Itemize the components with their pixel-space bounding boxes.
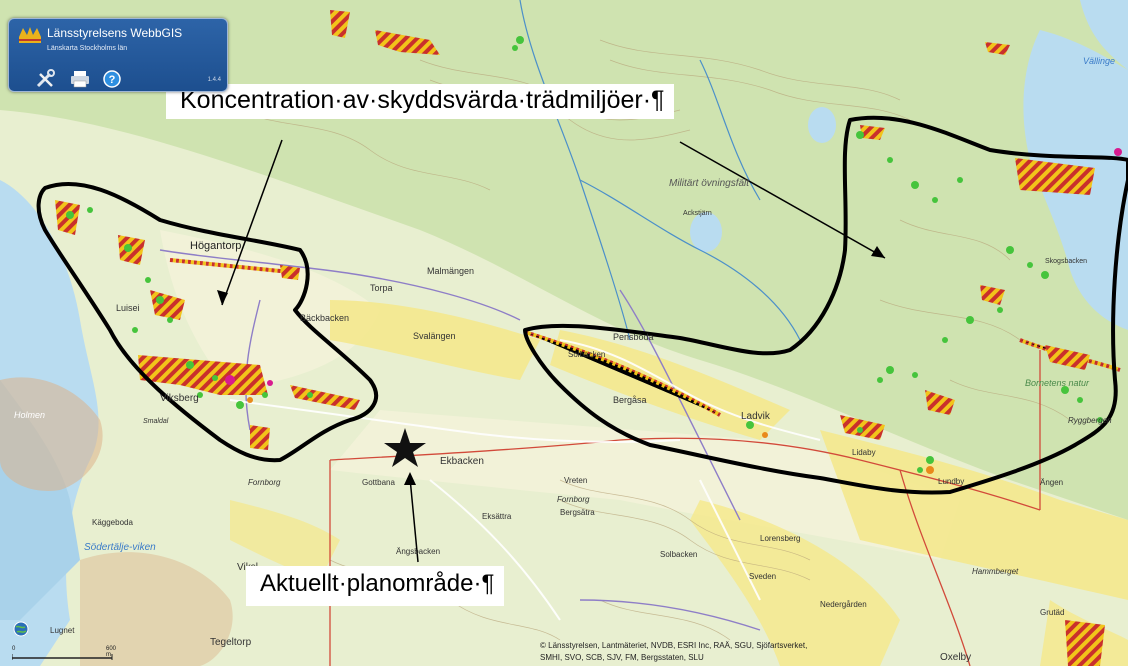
- tree-habitat-patches: [55, 10, 1105, 666]
- place-name: Bergsätra: [560, 508, 595, 517]
- place-name: Malmängen: [427, 266, 475, 276]
- arrow-plan: [409, 477, 419, 563]
- place-name: Skogsbacken: [1045, 258, 1088, 265]
- open-field-ekbacken: [330, 410, 960, 560]
- farmland-6: [230, 500, 340, 580]
- open-field-hogantorp: [160, 230, 380, 390]
- terrain-holmen: [0, 377, 103, 491]
- water-name: Holmen: [14, 410, 46, 420]
- farmland-1: [330, 300, 540, 380]
- roads: [329, 350, 1041, 666]
- place-name: Viksberg: [160, 393, 199, 404]
- app-subtitle: Länskarta Stockholms län: [47, 45, 128, 52]
- arrow-west: [221, 139, 283, 306]
- place-name: Pensboda: [613, 332, 654, 342]
- farmland-4: [690, 500, 900, 666]
- place-name: Fornborg: [248, 478, 281, 487]
- webbgis-panel: Länsstyrelsens WebbGIS Länskarta Stockho…: [8, 18, 228, 92]
- pond-north: [808, 107, 836, 143]
- place-name: Luisei: [116, 303, 140, 313]
- place-name: Solbacken: [568, 350, 606, 359]
- copyright-notice: © Länsstyrelsen, Lantmäteriet, NVDB, ESR…: [540, 640, 807, 664]
- place-name: Torpa: [370, 283, 393, 293]
- place-name: Ekbacken: [440, 456, 484, 467]
- place-name: Ryggbergen: [1068, 416, 1112, 425]
- place-name: Militärt övningsfält: [669, 178, 750, 189]
- tree-dots: [66, 36, 1103, 473]
- place-name: Lorensberg: [760, 534, 801, 543]
- scale-label: 600 m: [106, 646, 117, 658]
- pond-ackstjarn: [690, 212, 722, 252]
- terrain-tegeltorp: [80, 552, 233, 666]
- globe-icon[interactable]: [13, 621, 29, 637]
- water-name: Södertälje-viken: [84, 542, 156, 553]
- place-name: Hammberget: [972, 567, 1019, 576]
- place-name: Ladvik: [741, 411, 770, 422]
- place-name: Nedergården: [820, 600, 867, 609]
- app-version: 1.4.4: [207, 77, 221, 83]
- place-name: Svalängen: [413, 331, 456, 341]
- boundary-lines: [159, 249, 761, 631]
- plan-area-star-icon: [384, 428, 426, 467]
- annotation-plan-area: Aktuellt·planområde·¶: [246, 566, 505, 606]
- place-name: Tegeltorp: [210, 637, 252, 648]
- annotation-tree-concentration: Koncentration·av·skyddsvärda·trädmiljöer…: [166, 84, 675, 119]
- svg-text:?: ?: [109, 74, 116, 86]
- help-icon[interactable]: ?: [101, 69, 123, 89]
- print-icon[interactable]: [69, 69, 91, 89]
- scale-zero: 0: [12, 646, 16, 652]
- place-name: Ackstjärn: [683, 210, 712, 217]
- place-name: Lidaby: [852, 448, 876, 457]
- place-name: Bäckbacken: [300, 313, 350, 323]
- app-title: Länsstyrelsens WebbGIS: [47, 26, 183, 40]
- place-name: Ängsbacken: [396, 547, 441, 556]
- tools-icon[interactable]: [35, 69, 57, 89]
- place-name: Smaldal: [143, 418, 169, 425]
- place-name: Grutäd: [1040, 608, 1065, 617]
- water-name: Vällinge: [1083, 56, 1116, 66]
- arrows: [221, 139, 886, 563]
- place-name: Vreten: [564, 476, 588, 485]
- place-name: Fornborg: [557, 495, 590, 504]
- place-name: Solbacken: [660, 550, 698, 559]
- place-name: Ängen: [1040, 478, 1064, 487]
- place-name: Sveden: [749, 572, 777, 581]
- place-name: Högantorp: [190, 240, 242, 252]
- place-name: Käggeboda: [92, 518, 133, 527]
- place-name: Bornetens natur: [1025, 378, 1090, 388]
- place-name: Oxelby: [940, 652, 972, 663]
- place-name: Gottbana: [362, 478, 395, 487]
- place-name: Lugnet: [50, 626, 75, 635]
- place-name: Eksättra: [482, 512, 512, 521]
- farmland-3: [820, 430, 1128, 600]
- copyright-line: SMHI, SVO, SCB, SJV, FM, Bergsstaten, SL…: [540, 653, 704, 662]
- crown-logo-icon: [19, 27, 41, 43]
- local-roads: [229, 339, 821, 621]
- copyright-line: © Länsstyrelsen, Lantmäteriet, NVDB, ESR…: [540, 641, 808, 650]
- outline-west: [36, 182, 378, 463]
- arrow-east: [679, 141, 886, 259]
- place-name: Lundby: [938, 477, 965, 486]
- place-name: Bergåsa: [613, 395, 647, 405]
- misc-markers: [225, 148, 1122, 474]
- scale-bar: 0 600 m: [11, 646, 122, 666]
